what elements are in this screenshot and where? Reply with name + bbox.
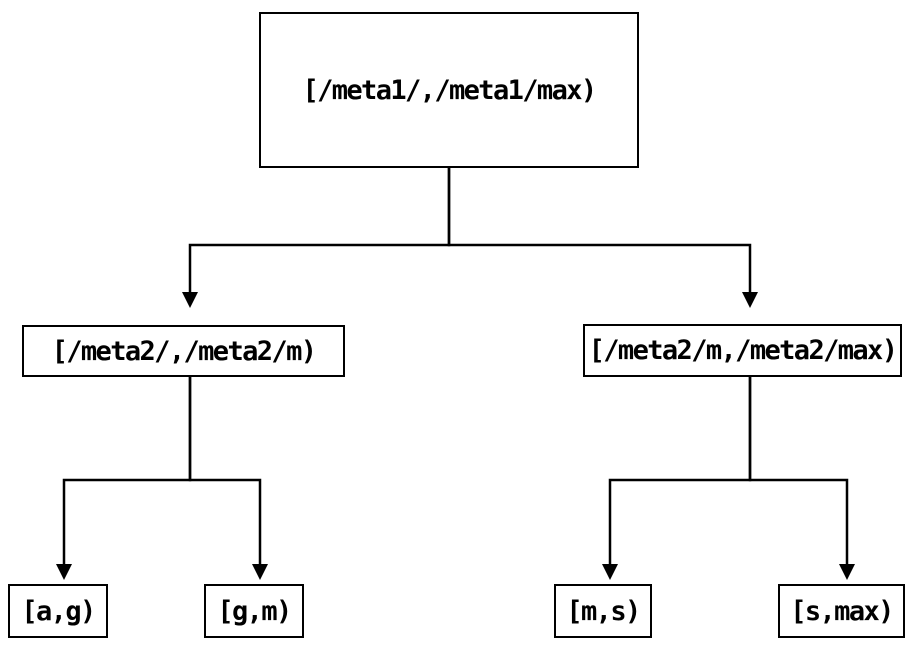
node-leaf-a-g-label: [a,g) [21, 595, 96, 627]
arrowhead-right-branch-icon [742, 292, 758, 308]
node-leaf-s-max-label: [s,max) [790, 595, 894, 627]
node-root: [/meta1/,/meta1/max) [259, 12, 639, 168]
node-meta2-right: [/meta2/m,/meta2/max) [583, 324, 902, 377]
node-meta2-left-label: [/meta2/,/meta2/m) [51, 335, 317, 367]
edge-root-to-left [188, 168, 451, 293]
node-meta2-right-label: [/meta2/m,/meta2/max) [588, 335, 898, 366]
edge-right-to-leaf-smax [748, 377, 849, 565]
node-leaf-g-m-label: [g,m) [217, 595, 292, 627]
node-root-label: [/meta1/,/meta1/max) [302, 74, 597, 106]
edge-left-to-leaf-ag [62, 377, 192, 565]
node-leaf-m-s: [m,s) [554, 584, 652, 638]
edge-root-to-right [447, 168, 752, 293]
node-leaf-g-m: [g,m) [204, 584, 304, 638]
arrowhead-leaf-gm-icon [252, 564, 268, 580]
node-leaf-s-max: [s,max) [778, 584, 905, 638]
arrowhead-leaf-ag-icon [56, 564, 72, 580]
node-leaf-m-s-label: [m,s) [566, 595, 641, 627]
edge-right-to-leaf-ms [608, 377, 752, 565]
arrowhead-left-branch-icon [182, 292, 198, 308]
edge-left-to-leaf-gm [188, 377, 262, 565]
node-leaf-a-g: [a,g) [8, 584, 108, 638]
arrowhead-leaf-smax-icon [839, 564, 855, 580]
arrowhead-leaf-ms-icon [602, 564, 618, 580]
node-meta2-left: [/meta2/,/meta2/m) [22, 325, 345, 377]
